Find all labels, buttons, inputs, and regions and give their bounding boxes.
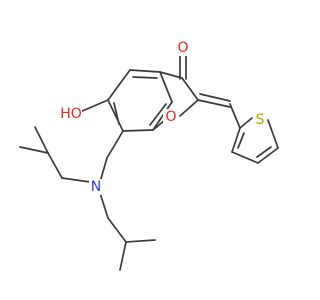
bond-inner (113, 102, 120, 125)
label-background (253, 112, 267, 128)
hydroxy-label: HO (60, 106, 82, 122)
bond (79, 99, 109, 113)
molecule-structure-diagram: O O HO N S (19, 40, 279, 271)
bond (106, 130, 124, 159)
bond (99, 192, 109, 219)
bond-inner (256, 146, 272, 158)
bond-inner (132, 76, 158, 79)
bond-inner (149, 103, 167, 126)
bonds (19, 54, 279, 271)
bond (129, 69, 161, 73)
bond (107, 99, 124, 132)
bond (125, 239, 156, 243)
bond (122, 129, 154, 132)
bond (99, 157, 108, 183)
bond-inner (237, 132, 245, 149)
bond (107, 69, 131, 101)
bond (159, 71, 173, 103)
bond (179, 99, 199, 117)
bond (61, 177, 91, 183)
bond (34, 126, 49, 154)
bond (239, 117, 253, 129)
bond (47, 152, 63, 179)
bond (19, 146, 49, 154)
bond (107, 217, 127, 243)
bond (119, 241, 127, 271)
sulfur-label: S (256, 112, 265, 128)
label-background (163, 109, 179, 125)
bond (197, 99, 231, 108)
bond (199, 93, 231, 102)
bond (181, 77, 199, 101)
nitrogen-label: N (91, 179, 101, 195)
atom-labels: O O HO N S (60, 40, 267, 195)
bond (267, 119, 279, 149)
bond (231, 151, 259, 164)
ketone-oxygen-label: O (177, 40, 188, 56)
bond (152, 101, 173, 131)
bond (231, 127, 241, 153)
bond (159, 71, 183, 79)
bond (229, 103, 241, 129)
label-background (176, 40, 190, 56)
label-background (60, 106, 82, 122)
bond (257, 147, 279, 164)
label-background (89, 179, 103, 195)
furan-oxygen-label: O (165, 109, 176, 125)
